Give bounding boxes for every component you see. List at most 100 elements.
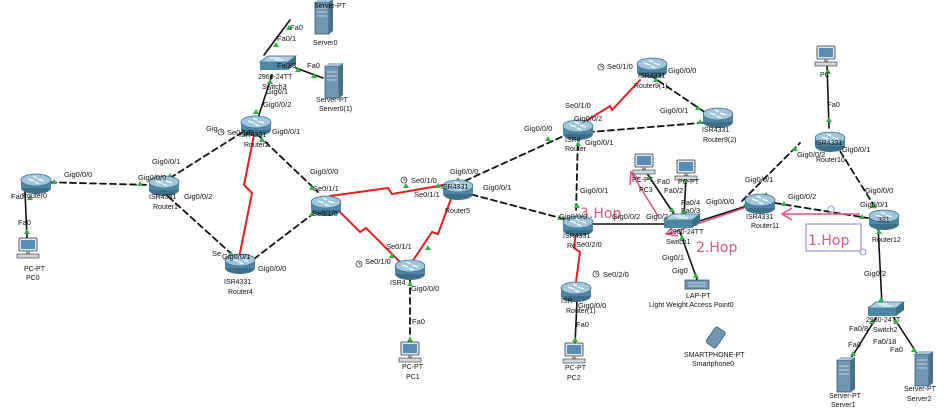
selection-handle-bottom[interactable] bbox=[859, 248, 867, 256]
port-label: Gig0/0/0 bbox=[138, 173, 166, 182]
device-smartphone[interactable] bbox=[705, 326, 726, 349]
link-status-dot bbox=[425, 245, 431, 250]
device-switch2[interactable] bbox=[867, 301, 905, 317]
port-label: Gig0/0/0 bbox=[64, 170, 92, 179]
link-router0-router1[interactable] bbox=[39, 181, 153, 186]
link-router3-router6-serial[interactable] bbox=[329, 201, 401, 263]
link-router1-router4[interactable] bbox=[160, 189, 237, 259]
pc1-name: PC1 bbox=[406, 374, 420, 381]
device-switch1[interactable] bbox=[663, 213, 701, 229]
link-status-dot bbox=[403, 183, 409, 188]
device-router9-2[interactable] bbox=[702, 107, 734, 129]
port-label: Gig0/0/0 bbox=[524, 124, 552, 133]
link-router5-router9[interactable] bbox=[455, 133, 569, 186]
link-status-dot bbox=[850, 351, 856, 356]
hop3-label: 3.Hop bbox=[580, 206, 621, 222]
port-label: Se0/1/1 bbox=[414, 190, 440, 199]
link-status-dot bbox=[878, 297, 884, 302]
link-router9-1-router9-2[interactable] bbox=[649, 74, 707, 114]
link-router11-router12[interactable] bbox=[774, 202, 869, 219]
device-router6[interactable] bbox=[394, 259, 426, 281]
port-label: Fa0/3 bbox=[681, 206, 700, 215]
link-router9-router9-1-serial[interactable] bbox=[577, 79, 641, 127]
device-pc1[interactable] bbox=[398, 341, 422, 363]
device-server0-1[interactable] bbox=[324, 62, 344, 99]
device-server2[interactable] bbox=[914, 350, 934, 387]
link-router2-router3[interactable] bbox=[257, 134, 319, 193]
link-switch2-server1[interactable] bbox=[849, 317, 877, 361]
port-label: Gig0/1 bbox=[662, 253, 684, 262]
router8-name: Router(1) bbox=[566, 308, 596, 315]
device-pc3[interactable] bbox=[632, 153, 656, 175]
port-label: Gig0/0/1 bbox=[272, 127, 300, 136]
port-label: Gig0/0/2 bbox=[574, 114, 602, 123]
router7-name: Ro bbox=[567, 243, 576, 250]
link-status-dot bbox=[259, 137, 265, 142]
link-status-dot bbox=[693, 273, 699, 278]
device-pc0[interactable] bbox=[16, 237, 40, 259]
port-label: Gig0/2 bbox=[864, 269, 886, 278]
device-pc4[interactable] bbox=[674, 159, 698, 181]
link-status-dot bbox=[869, 319, 875, 324]
router5-name: Router5 bbox=[445, 208, 470, 215]
device-pc-top[interactable] bbox=[814, 45, 838, 67]
link-status-dot bbox=[435, 183, 441, 188]
smartphone-name: Smartphone0 bbox=[692, 361, 734, 368]
link-router3-router5-serial[interactable] bbox=[329, 184, 445, 197]
hop1-selection-box[interactable] bbox=[805, 223, 862, 252]
port-label: Fa0 bbox=[827, 100, 840, 109]
link-status-dot bbox=[574, 203, 580, 208]
link-router7-router8-serial[interactable] bbox=[572, 231, 582, 283]
link-router9-router9-2[interactable] bbox=[577, 121, 713, 134]
link-router10-router12[interactable] bbox=[834, 142, 879, 213]
router5-type: ISR4331 bbox=[441, 184, 468, 191]
device-router0[interactable] bbox=[20, 173, 52, 195]
link-switch3-server01[interactable] bbox=[295, 67, 324, 79]
server0-type: Server-PT bbox=[314, 3, 347, 10]
device-router11[interactable] bbox=[744, 193, 776, 215]
link-router4-router3[interactable] bbox=[245, 209, 319, 266]
link-router8-pc2[interactable] bbox=[574, 299, 578, 346]
router4-type: ISR4331 bbox=[224, 279, 251, 286]
link-switch1-lap[interactable] bbox=[679, 231, 699, 283]
pc2-name: PC2 bbox=[567, 375, 581, 382]
server01-type: Server-PT bbox=[316, 97, 349, 104]
hop1-label: 1.Hop bbox=[808, 233, 849, 249]
device-pc2[interactable] bbox=[562, 342, 586, 364]
link-status-dot bbox=[876, 229, 882, 234]
link-router11-router10[interactable] bbox=[741, 142, 801, 202]
link-status-dot bbox=[557, 215, 563, 220]
port-label: Gig0/0/2 bbox=[797, 150, 825, 159]
router0-name: Router0 bbox=[22, 193, 47, 200]
link-router2-router4-serial[interactable] bbox=[239, 134, 255, 254]
link-router12-switch2[interactable] bbox=[877, 225, 883, 306]
link-status-dot bbox=[137, 181, 143, 186]
port-label: Gig0/0/0 bbox=[258, 264, 286, 273]
router2-name: Router2 bbox=[244, 142, 269, 149]
router10-type: ISR4331 bbox=[815, 140, 842, 147]
link-router9-router7[interactable] bbox=[575, 133, 579, 213]
link-status-dot bbox=[647, 175, 653, 180]
router1-type: ISR4331 bbox=[149, 194, 176, 201]
port-label: Fa0 bbox=[848, 340, 861, 349]
port-label: Gig0/0/1 bbox=[483, 183, 511, 192]
selection-handle-top[interactable] bbox=[827, 205, 835, 213]
link-switch3-server0[interactable] bbox=[263, 19, 291, 56]
link-router1-router2[interactable] bbox=[169, 129, 247, 179]
port-label: Gig0/0/2 bbox=[788, 192, 816, 201]
router7-type: ISR4331 bbox=[563, 233, 590, 240]
link-router6-router5-serial[interactable] bbox=[411, 195, 453, 263]
link-pc-router10[interactable] bbox=[826, 63, 830, 129]
link-status-dot bbox=[781, 201, 787, 206]
link-status-dot bbox=[311, 73, 317, 78]
device-server1[interactable] bbox=[836, 356, 856, 393]
device-labels: Server-PT Server0 Server-PT Server0(1) 2… bbox=[22, 3, 937, 409]
link-status-dot bbox=[407, 337, 413, 342]
port-label: Gig0/0/0 bbox=[578, 301, 606, 310]
device-lap[interactable] bbox=[684, 279, 710, 290]
link-router5-router7[interactable] bbox=[461, 191, 569, 221]
pc0-name: PC0 bbox=[26, 275, 40, 282]
port-label: Gig0/0/0 bbox=[559, 212, 587, 221]
